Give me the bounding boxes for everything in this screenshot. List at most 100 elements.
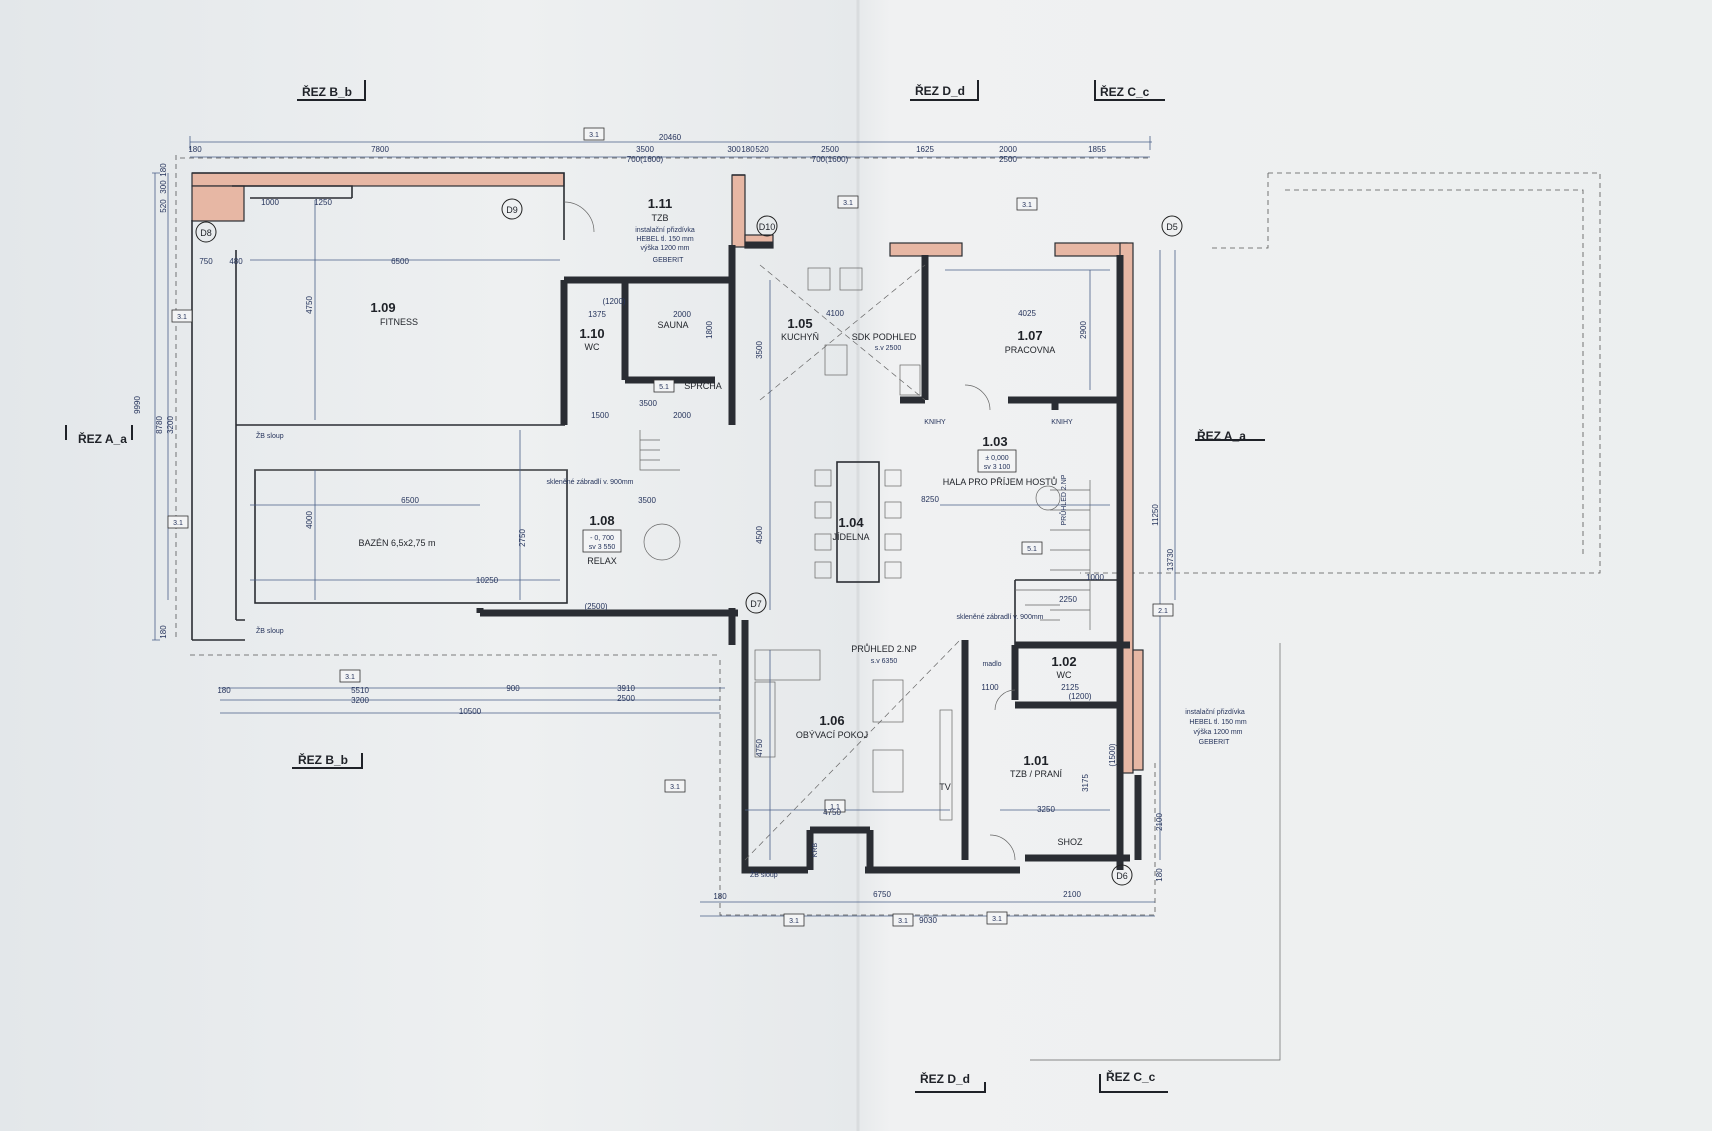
dim-text: 700(1600) [627, 155, 664, 164]
dim-text: 1500 [591, 411, 609, 420]
walls [191, 172, 1142, 874]
room-name: TZB [652, 213, 669, 223]
void-label: PRŮHLED 2.NP [851, 643, 917, 654]
detail-ref: 3.1 [843, 200, 853, 207]
detail-ref: 1.1 [830, 804, 840, 811]
dim-text: 3500 [638, 496, 656, 505]
dim-text: 20460 [659, 133, 682, 142]
dim-text: 11250 [1151, 504, 1160, 526]
dim-text: (1200) [602, 297, 625, 306]
relax-level: - 0, 700 [590, 535, 614, 542]
room-name: HALA PRO PŘÍJEM HOSTŮ [943, 476, 1058, 487]
hall-level: sv 3 100 [984, 464, 1011, 471]
room-name: RELAX [587, 556, 617, 566]
room-name: JÍDELNA [832, 532, 869, 542]
dim-text: 180 [741, 145, 755, 154]
dim-text: 2100 [1063, 890, 1081, 899]
dim-text: 2900 [1079, 321, 1088, 339]
shelf-label: KNIHY [1051, 419, 1073, 426]
dim-text: 700(1600) [812, 155, 849, 164]
room-name: WC [585, 342, 600, 352]
dim-text: 1250 [314, 198, 332, 207]
dim-text: 7800 [371, 145, 389, 154]
dim-text: 9030 [919, 916, 937, 925]
axis-marker: D9 [506, 205, 518, 215]
section-label: ŘEZ C_c [1100, 84, 1150, 99]
dim-text: 8250 [921, 495, 939, 504]
dim-text: 180 [217, 686, 231, 695]
room-number: 1.07 [1017, 328, 1042, 343]
stairs [639, 430, 1091, 630]
section-label: ŘEZ B_b [298, 752, 348, 767]
dim-text: 3500 [639, 399, 657, 408]
room-number: 1.05 [787, 316, 812, 331]
dim-text: 3910 [617, 684, 635, 693]
install-note: GEBERIT [653, 257, 684, 264]
dim-text: 300 [159, 180, 168, 194]
room-number: 1.03 [982, 434, 1007, 449]
install-note: výška 1200 mm [640, 245, 689, 252]
dim-text: 2500 [999, 155, 1017, 164]
dim-text: 4100 [826, 309, 844, 318]
dimension-texts: 20460 7800 3500 700(1600) 300 180 520 25… [133, 133, 1175, 925]
detail-ref: 3.1 [789, 918, 799, 925]
dim-text: 300 [727, 145, 741, 154]
wall-east-install [1132, 649, 1144, 771]
dim-text: 4750 [823, 808, 841, 817]
dim-text: 180 [159, 625, 168, 639]
dim-text: 4750 [755, 739, 764, 757]
axis-marker: D8 [200, 228, 212, 238]
dining-table [836, 461, 880, 583]
room-name: SPRCHA [684, 381, 722, 391]
install-note: HEBEL tl. 150 mm [1189, 719, 1246, 726]
dim-text: 520 [755, 145, 769, 154]
dim-text: 6500 [391, 257, 409, 266]
room-number: 1.10 [579, 326, 604, 341]
dim-text: 6750 [873, 890, 891, 899]
detail-ref: 5.1 [1027, 546, 1037, 553]
room-name: SAUNA [657, 320, 688, 330]
dim-text: 1855 [1088, 145, 1106, 154]
detail-ref: 3.1 [345, 674, 355, 681]
handrail-label: madlo [982, 661, 1001, 668]
dim-text: 520 [159, 199, 168, 213]
room-number: 1.01 [1023, 753, 1048, 768]
section-marks [65, 80, 1265, 1093]
detail-ref: 3.1 [177, 314, 187, 321]
detail-refs: 3.1 3.1 3.1 3.1 3.1 3.1 3.1 3.1 3.1 3.1 … [167, 127, 1174, 927]
dim-text: 1000 [261, 198, 279, 207]
dim-text: 750 [199, 257, 213, 266]
kitchen-units [807, 267, 921, 396]
section-label: ŘEZ A_a [1197, 428, 1246, 443]
sdk-ceiling-cross [759, 264, 926, 401]
section-label: ŘEZ A_a [78, 431, 127, 446]
detail-ref: 3.1 [898, 918, 908, 925]
install-note: instalační přizdívka [635, 227, 695, 234]
hall-level: ± 0,000 [985, 455, 1008, 462]
dim-text: 3200 [166, 416, 175, 434]
section-label: ŘEZ C_c [1106, 1069, 1156, 1084]
dim-text: 180 [188, 145, 202, 154]
room-name: SHOZ [1057, 837, 1083, 847]
dim-text: 180 [1155, 868, 1164, 882]
dim-text: 4000 [305, 511, 314, 529]
detail-ref: 3.1 [992, 916, 1002, 923]
section-label: ŘEZ D_d [915, 83, 965, 98]
dim-text: 2100 [1155, 813, 1164, 831]
detail-ref: 3.1 [589, 132, 599, 139]
axis-marker: D6 [1116, 871, 1128, 881]
relax-level-box [582, 529, 622, 553]
dim-text: 1375 [588, 310, 606, 319]
dim-text: 3500 [636, 145, 654, 154]
install-note: instalační přizdívka [1185, 709, 1245, 716]
dim-text: 6500 [401, 496, 419, 505]
detail-ref: 3.1 [1022, 202, 1032, 209]
room-number: 1.08 [589, 513, 614, 528]
dim-text: 1800 [705, 321, 714, 339]
ceiling-level: s.v 2500 [875, 345, 902, 352]
void-label-right: PRŮHLED 2.NP [1059, 474, 1068, 525]
hall-level-box [977, 449, 1017, 473]
dim-text: 3175 [1081, 774, 1090, 792]
